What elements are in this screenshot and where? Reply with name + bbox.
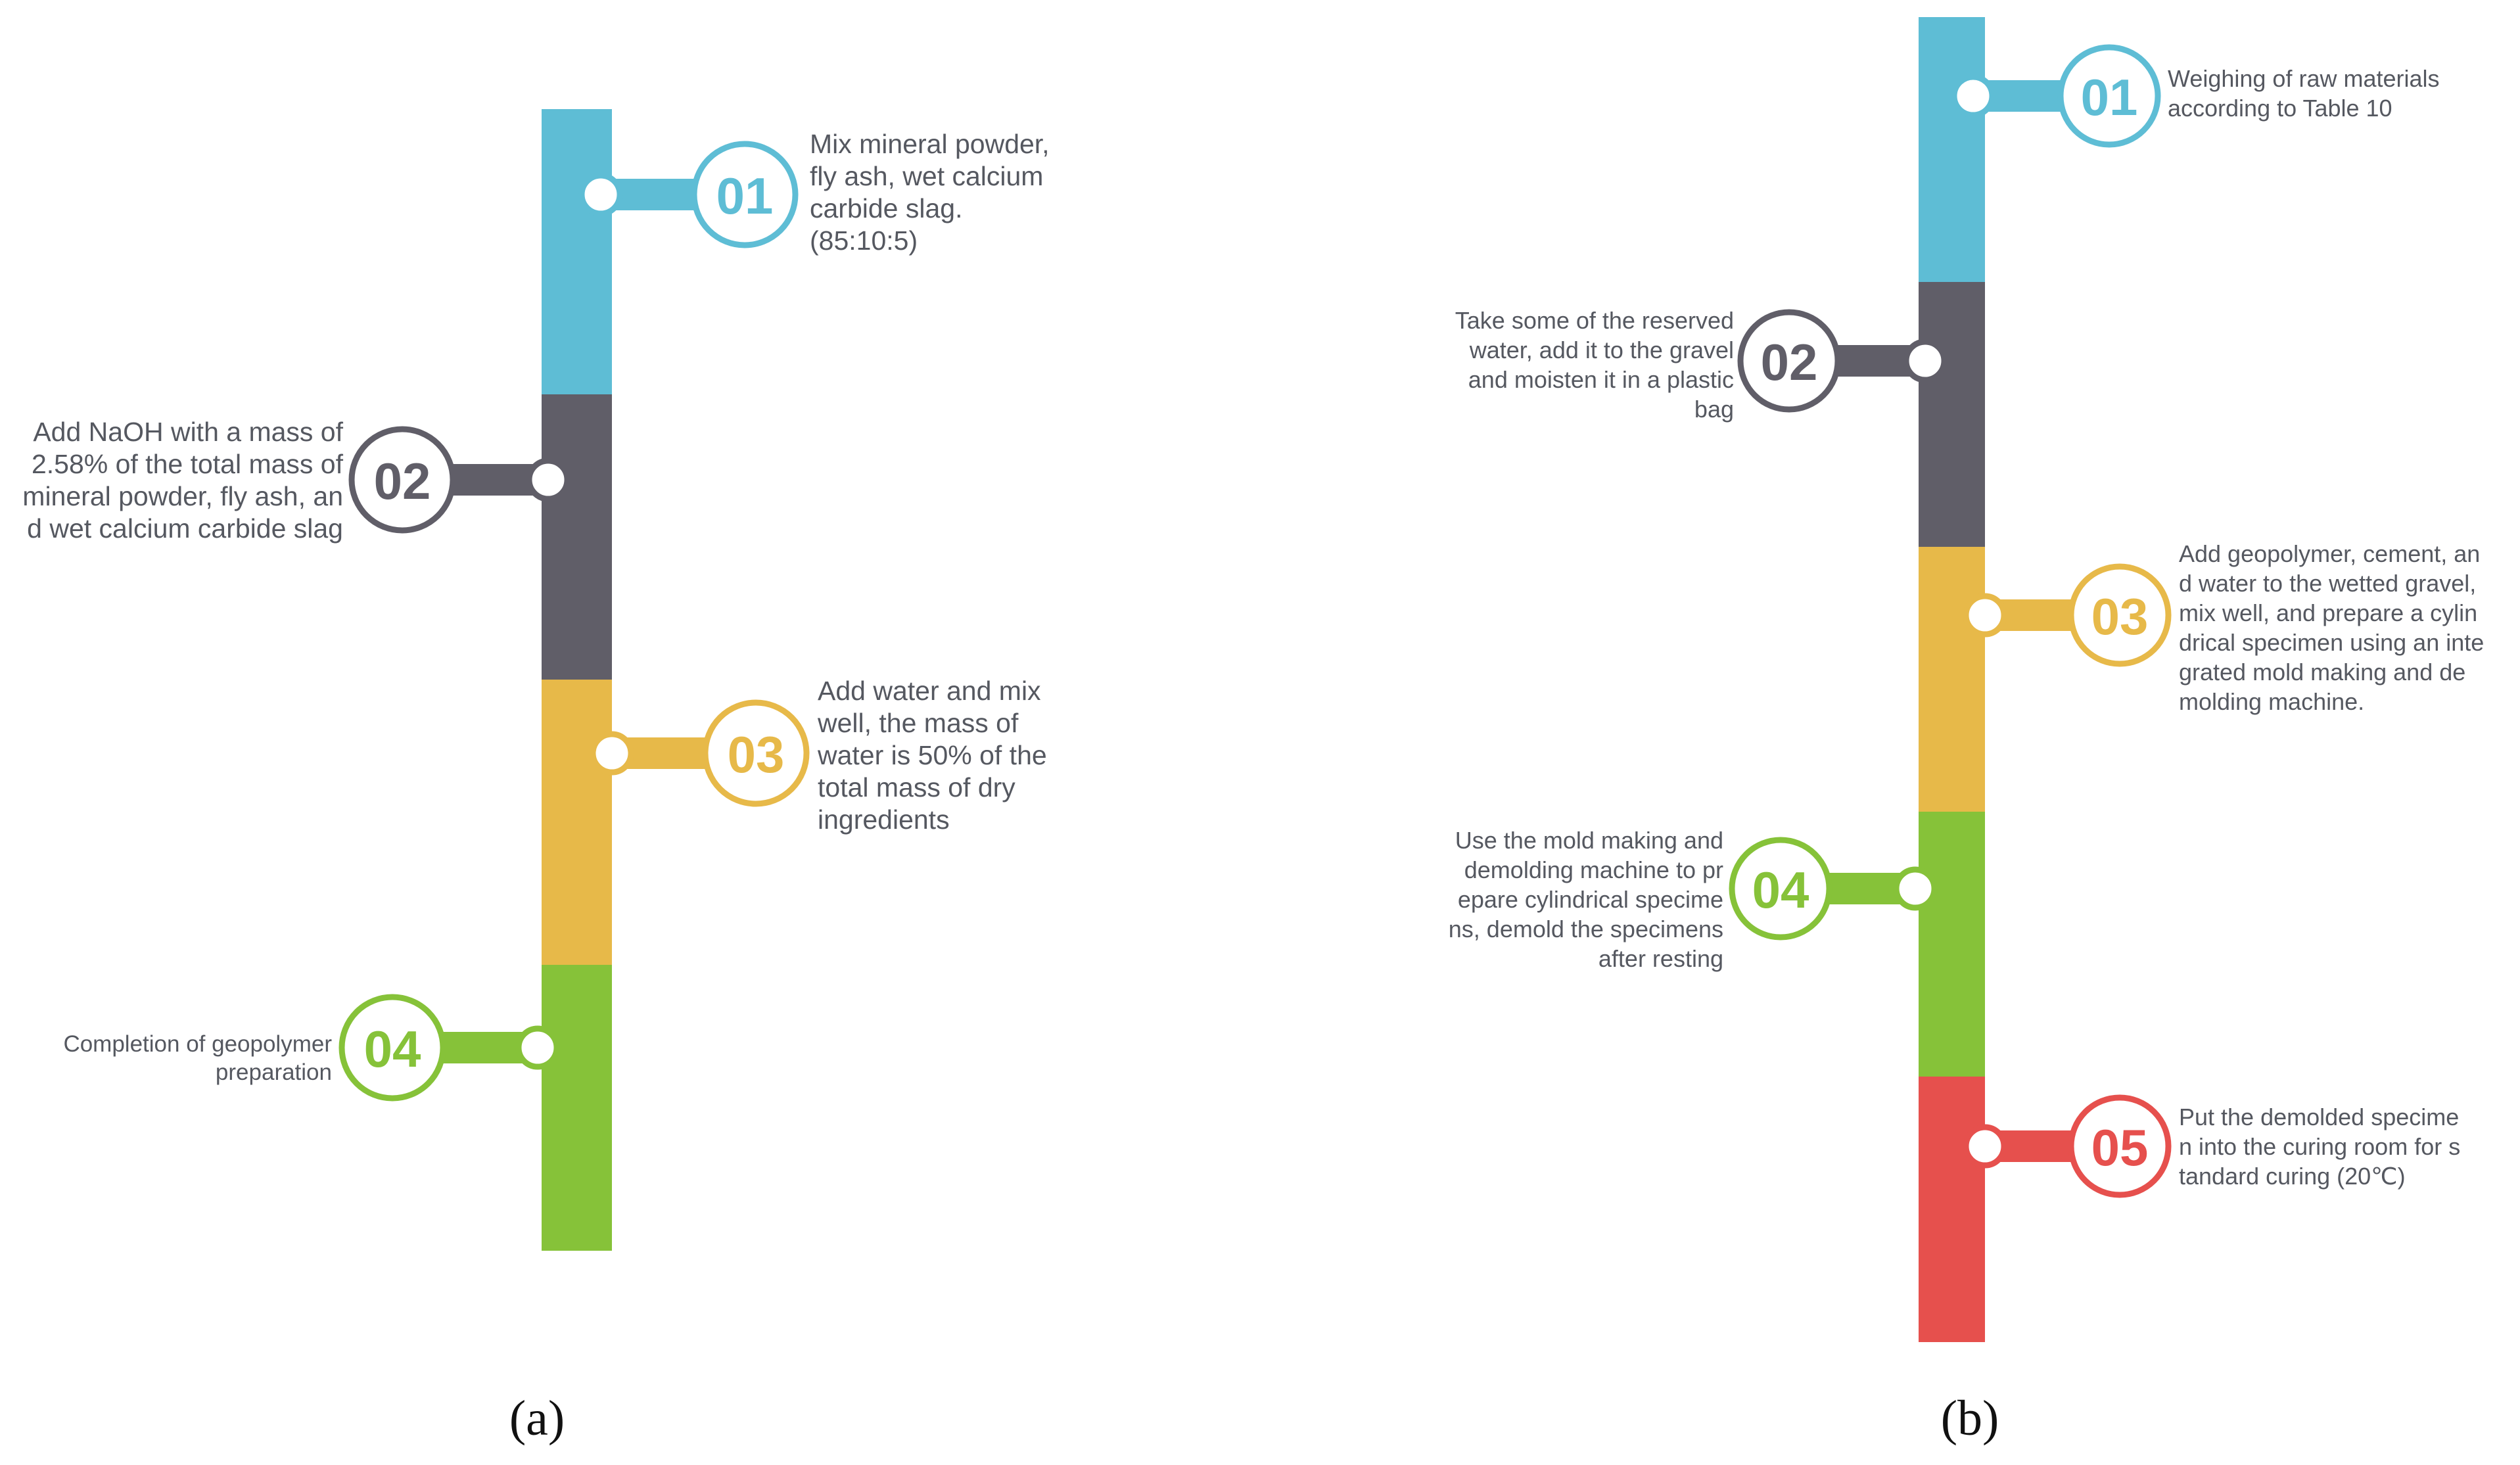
panel-a-connector-dot-03 xyxy=(590,731,634,776)
panel-b-label: (b) xyxy=(1940,1391,1999,1446)
panel-b-step-badge-05 xyxy=(2068,1094,2172,1198)
panel-a-connector-dot-02 xyxy=(526,457,571,502)
panel-a-step-01-text: Mix mineral powder, fly ash, wet calcium… xyxy=(810,129,1050,256)
panel-a-connector-dot-04 xyxy=(515,1025,560,1070)
panel-a-step-number-01: 01 xyxy=(716,167,774,225)
panel-a-timeline-segment-01 xyxy=(542,109,612,395)
panel-a-step-badge-02 xyxy=(348,426,456,534)
panel-b-step-01-text: Weighing of raw materials according to T… xyxy=(2168,65,2440,122)
panel-b-step-number-05: 05 xyxy=(2091,1119,2149,1176)
panel-b-step-05-text: Put the demolded specime n into the curi… xyxy=(2179,1104,2461,1190)
panel-b-timeline-segment-04 xyxy=(1919,812,1985,1077)
panel-a-step-02-text: Add NaOH with a mass of 2.58% of the tot… xyxy=(22,417,343,544)
panel-a-step-04-text: Completion of geopolymer preparation xyxy=(63,1031,332,1085)
panel-b-timeline-segment-03 xyxy=(1919,547,1985,812)
panel-b-connector-dot-04 xyxy=(1893,866,1938,911)
panel-b-timeline-segment-05 xyxy=(1919,1077,1985,1342)
panel-a-timeline-segment-04 xyxy=(542,965,612,1251)
panel-a-step-number-02: 02 xyxy=(374,452,431,510)
panel-a-step-badge-01 xyxy=(691,141,799,248)
panel-b-step-02-text: Take some of the reserved water, add it … xyxy=(1455,307,1734,423)
panel-a-label: (a) xyxy=(509,1391,565,1446)
panel-b-step-badge-02 xyxy=(1737,309,1841,413)
panel-a-timeline-segment-03 xyxy=(542,680,612,965)
panel-b-connector-dot-03 xyxy=(1963,593,2007,638)
panel-b-step-number-01: 01 xyxy=(2081,68,2138,126)
panel-b-step-number-03: 03 xyxy=(2091,588,2149,645)
panel-a-step-number-04: 04 xyxy=(364,1020,421,1078)
panel-b-step-04-text: Use the mold making and demolding machin… xyxy=(1448,827,1723,972)
panel-b-timeline-segment-01 xyxy=(1919,17,1985,283)
panel-a-step-number-03: 03 xyxy=(728,726,785,783)
panel-b-step-badge-04 xyxy=(1729,837,1832,941)
panel-a-step-badge-04 xyxy=(338,994,446,1102)
panel-b-step-badge-03 xyxy=(2068,563,2172,667)
panel-a-step-badge-03 xyxy=(702,699,810,807)
panel-b-step-number-04: 04 xyxy=(1752,861,1809,919)
panel-b-timeline-segment-02 xyxy=(1919,282,1985,547)
panel-b-step-badge-01 xyxy=(2057,44,2161,148)
panel-b-step-number-02: 02 xyxy=(1761,333,1818,391)
panel-b-connector-dot-02 xyxy=(1903,338,1948,383)
panel-a-timeline-segment-02 xyxy=(542,394,612,680)
panel-b-connector-dot-05 xyxy=(1963,1124,2007,1169)
panel-b-connector-dot-01 xyxy=(1951,74,1995,118)
panel-a-step-03-text: Add water and mix well, the mass of wate… xyxy=(818,676,1047,835)
panel-a-connector-dot-01 xyxy=(578,172,623,217)
panel-b-step-03-text: Add geopolymer, cement, an d water to th… xyxy=(2179,540,2485,715)
